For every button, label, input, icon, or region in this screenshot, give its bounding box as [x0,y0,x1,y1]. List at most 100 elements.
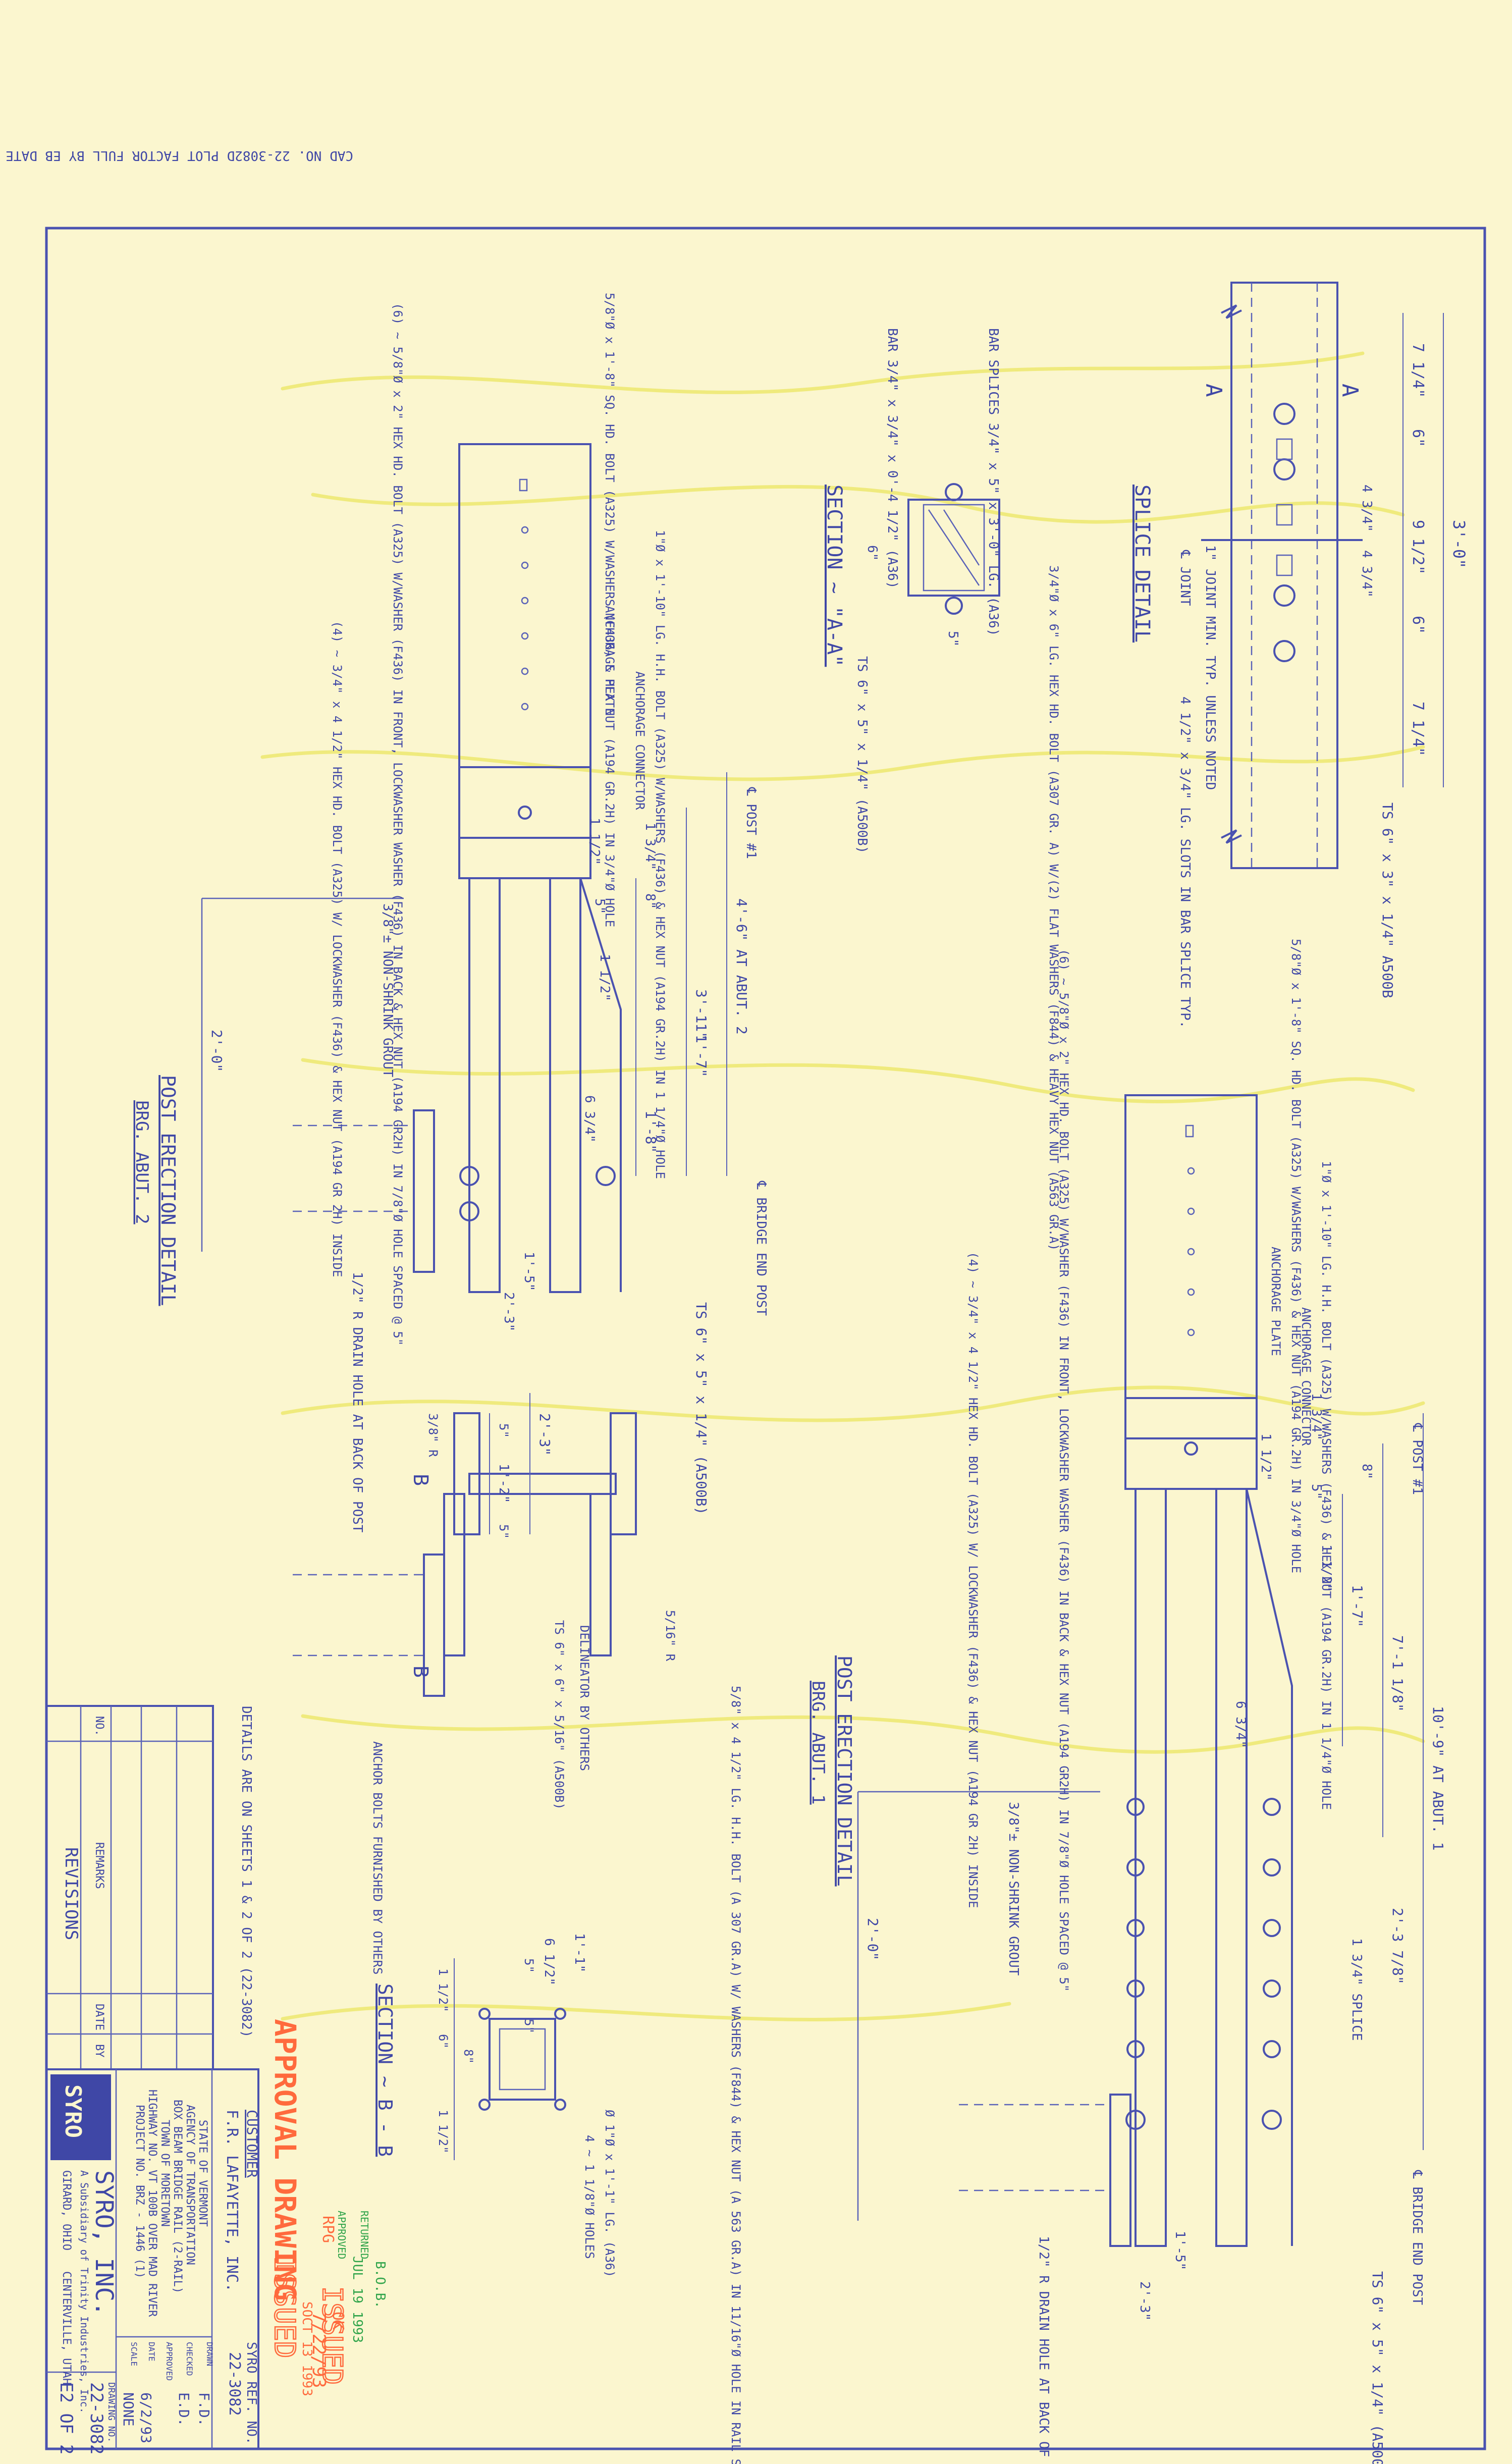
drawing-note: PROJECT NO. BRZ - 1446 (1) [133,2105,146,2278]
drawing-note: 1"Ø x 1'-10" LG. H.H. BOLT (A325) W/WASH… [1319,1161,1333,1810]
drawing-note: GIRARD, OHIO [60,2170,73,2251]
received-date: JUL 19 1993 [350,2256,365,2343]
drawing-note: 6" [1409,616,1427,634]
drawing-note: 1'-1" [572,1933,587,1972]
drawing-number: 22-3082 [86,2382,106,2454]
drawing-note: TS 6" x 6" x 5/16" (A500B) [552,1620,566,1810]
drawing-note: HIGHWAY NO. VT 100B OVER MAD RIVER [146,2090,158,2317]
drawing-note: ANCHOR BOLTS FURNISHED BY OTHERS [370,1741,385,1974]
drawing-note: 4'-6" AT ABUT. 2 [733,898,750,1035]
drawing-note: 6 3/4" [1233,1701,1248,1748]
section-mark-b-1: B [409,1474,432,1486]
drawing-note: 5/8"Ø x 1'-8" SQ. HD. BOLT (A325) W/WASH… [1289,939,1303,1573]
drawing-note: 5/16" R [663,1610,677,1662]
abut2-dims: 4'-6" AT ABUT. 2 3'-11" 1'-7" 1'-8" 1 1/… [208,772,750,1331]
post-erection-abut-1: 10'-9" AT ABUT. 1 7'-1 1/8" 1'-7" 2'-3 7… [808,939,1446,2464]
drawing-note: 3'-11" [693,989,710,1040]
drawing-note: CENTERVILLE, UTAH [60,2271,73,2385]
drawing-note: 1 1/2" [597,954,612,1001]
drawing-note: ANCHORAGE CONNECTOR [633,671,647,810]
section-a-title: SECTION ~ "A-A" [823,485,846,667]
received-label: RETURNED [358,2211,370,2259]
section-mark-b-2: B [409,1666,432,1678]
drawing-note: 6" [1409,429,1427,447]
drawing-note: 1 3/4" [1309,1393,1324,1440]
sheet-border [45,227,1486,2450]
splice-detail-title: SPLICE DETAIL [1130,485,1154,642]
drawing-note: 1"Ø x 1'-10" LG. H.H. BOLT (A325) W/WASH… [653,530,667,1179]
drawing-note: 5" [522,2019,536,2033]
drawing-note: SCALE [129,2342,139,2366]
drawing-note: 7 1/4" [1409,343,1427,398]
drawing-note: 3/8" R [426,1413,440,1457]
drawing-note: REMARKS [93,1842,105,1889]
revisions-block: NO. REMARKS DATE BY REVISIONS [45,1705,214,2070]
drawing-note: 5/8"Ø x 1'-8" SQ. HD. BOLT (A325) W/WASH… [603,293,617,927]
drawing-note: 8" [642,893,658,909]
drawing-note: ℄ POST #1 [1410,1423,1425,1495]
drawing-note: 7'-1 1/8" [1389,1635,1406,1712]
splice-detail: A A 7 1/4" 6" 9 1/2" 6" 7 1/4" 3'-0" 4 3… [1130,282,1469,1028]
drawing-note: 1" JOINT MIN. TYP. UNLESS NOTED [1203,545,1218,790]
drawing-note: CHECKED [185,2342,194,2376]
drawing-note: APPROVED [165,2342,174,2381]
issued-date: SOCT 13 1993 [299,2301,314,2396]
received-by: B.O.B. [372,2261,388,2309]
drawing-note: 6/2/93 [138,2392,154,2443]
drawing-note: TS 6" x 5" x 1/4" (A500B) [854,656,870,853]
drawing-note: 1/2" R DRAIN HOLE AT BACK OF POST [1036,2236,1051,2464]
drawing-note: DATE [147,2342,156,2362]
drawing-note: 1 1/2" [436,1968,450,2012]
drawing-note: NO. [93,1716,105,1736]
drawing-note: 6 3/4" [582,1095,597,1143]
drawing-note: 3/8"± NON-SHRINK GROUT [380,903,395,1078]
drawing-note: TOWN OF MORETOWN [158,2120,171,2227]
drawing-note: DATE [93,2004,105,2030]
section-a-a: SECTION ~ "A-A" BAR SPLICES 3/4" x 5" x … [823,328,1061,1251]
section-b-b-dims: 1'-1" 6 1/2" 5" 5" 1 1/2" 6" 8" 1 1/2" [436,1933,587,2160]
splice-bolts [1273,403,1295,662]
drawing-note: E.D. [176,2392,192,2426]
drawing-note: TS 6" x 3" x 1/4" A500B [1379,802,1396,998]
drawing-note: BAR SPLICES 3/4" x 5" x 3'-0" LG. (A36) [986,328,1001,636]
section-mark-a-left: A [1201,384,1226,397]
base-bolts-1 [959,1798,1282,2191]
drawing-note: Ø 1"Ø x 1'-1" LG. (A36) [603,2110,617,2277]
drawing-note: 1'-5" [521,1252,536,1291]
drawing-note: 1 3/4" [642,823,658,870]
drawing-note: 1 3/4" SPLICE [1349,1938,1364,2041]
drawing-note: 5" [497,1524,511,1539]
logo-text: SYRO [60,2084,86,2138]
drawing-note: 4 1/2" x 3/4" LG. SLOTS IN BAR SPLICE TY… [1177,697,1193,1028]
drawing-note: (6) ~ 5/8"Ø x 2" HEX HD. BOLT (A325) W/W… [1057,949,1071,1992]
title-block: SYRO SYRO, INC. A Subsidiary of Trinity … [45,2068,260,2454]
drawing-note: 9 1/2" [1409,520,1427,574]
post-abut1-subtitle: BRG. ABUT. 1 [808,1681,828,1805]
splice-dims: 7 1/4" 6" 9 1/2" 6" 7 1/4" 3'-0" 4 3/4" … [1359,313,1469,787]
drawing-note: 7 1/4" [1409,702,1427,756]
drawing-note: 8" [461,2049,475,2064]
post-abut1-title: POST ERECTION DETAIL [833,1655,855,1887]
drawing-note: 1 1/2" [587,818,602,865]
anchor-bolt-holes-2 [518,526,532,820]
approval-drawing-stamp: APPROVAL DRAWING [268,2019,302,2301]
drawing-note: 1 1/2" [1319,1544,1334,1592]
section-b-title: SECTION ~ B - B [374,1984,396,2157]
drawing-note: 5" [592,898,607,914]
approved-label: APPROVED [336,2211,348,2259]
drawing-note: 6 1/2" [542,1938,557,1986]
drawing-note: 4 3/4" [1359,550,1374,598]
drawing-note: 10'-9" AT ABUT. 1 [1430,1706,1446,1851]
signed-date: 7/22/93 [308,2312,329,2388]
section-mark-a-right: A [1337,384,1363,397]
post-abut2-subtitle: BRG. ABUT. 2 [132,1100,152,1224]
drawing-note: DELINEATOR BY OTHERS [577,1625,591,1771]
issued-stamp-1: ISSUED [268,2256,301,2358]
drawing-note: 3/8"± NON-SHRINK GROUT [1006,1802,1021,1976]
drawing-note: 2'-3 7/8" [1389,1908,1406,1985]
highlighter-marks [260,351,1425,2021]
drawing-note: 5/8" x 4 1/2" LG. H.H. BOLT (A 307 GR.A)… [729,1686,743,2464]
drawing-note: 2'-3" [536,1413,553,1456]
drawing-note: 1 1/2" [436,2110,450,2154]
